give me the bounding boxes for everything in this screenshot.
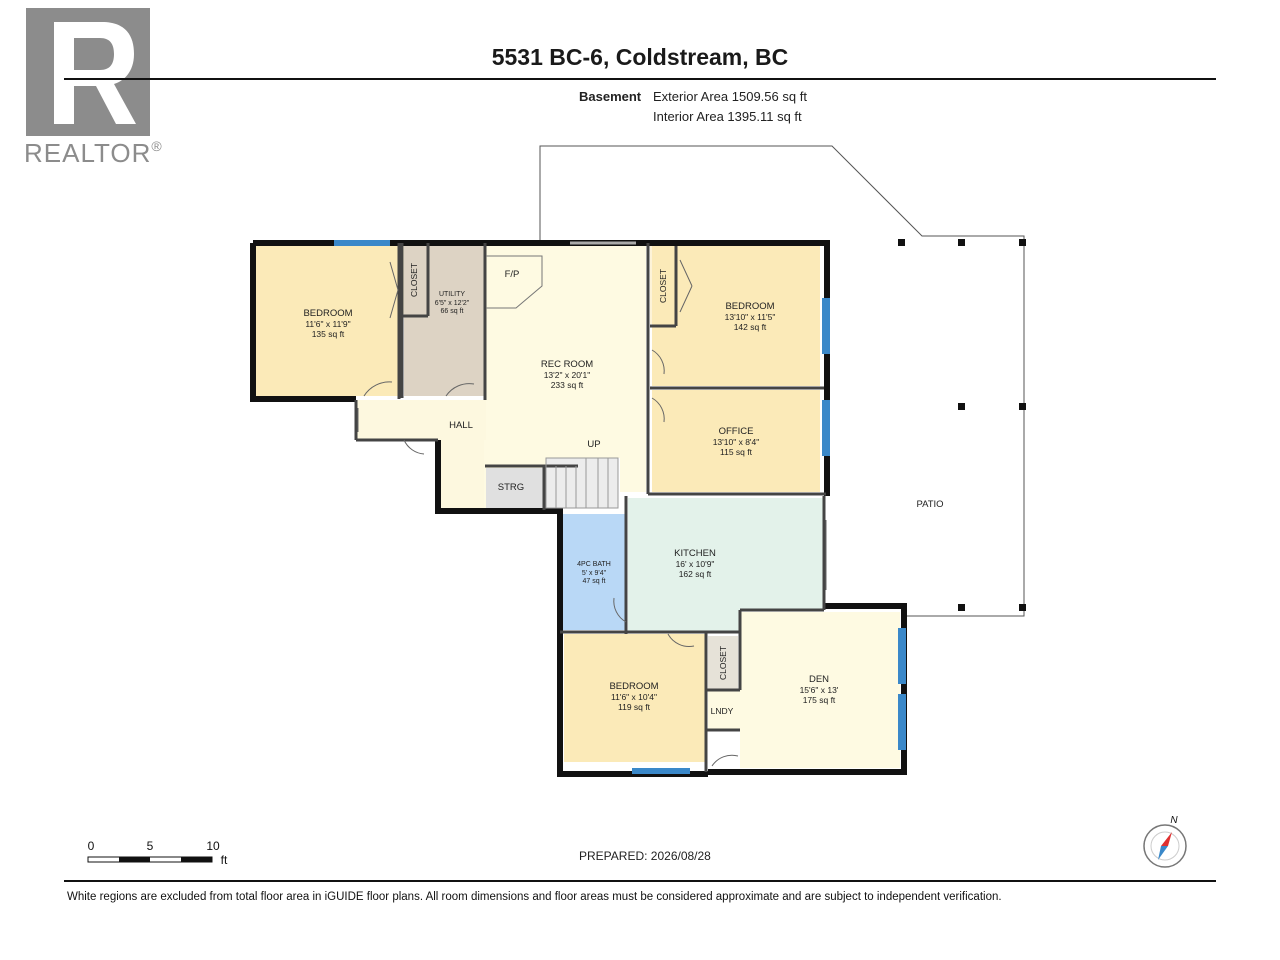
patio-posts	[898, 239, 1026, 611]
kitchen-fill	[628, 498, 824, 632]
realtor-logo: REALTOR®	[24, 6, 164, 168]
interior-area: Interior Area 1395.11 sq ft	[653, 109, 802, 124]
rec-room-fill	[356, 246, 646, 510]
page-title: 5531 BC-6, Coldstream, BC	[491, 44, 789, 70]
fireplace-outline	[486, 255, 543, 309]
scale-unit: ft	[221, 853, 228, 867]
bedroom-s-fill	[564, 634, 706, 762]
stairs	[545, 457, 619, 509]
patio-label: PATIO	[916, 499, 943, 510]
compass-north-label: N	[1170, 815, 1178, 826]
strg-label: STRG	[498, 482, 524, 493]
lndy-label: LNDY	[711, 706, 734, 716]
bedroom-nw-fill	[256, 246, 398, 396]
office-dims: 13'10" x 8'4"	[713, 437, 760, 447]
prepared-date: PREPARED: 2026/08/28	[579, 849, 711, 863]
scale-bar	[87, 856, 213, 863]
kitchen-area: 162 sq ft	[679, 569, 712, 579]
patio-outline	[539, 145, 1025, 617]
rec-room-name: REC ROOM	[541, 359, 593, 370]
up-label: UP	[587, 439, 600, 450]
closet-3-fill	[708, 636, 738, 690]
registered-mark: ®	[151, 138, 163, 154]
realtor-wordmark: REALTOR	[24, 138, 152, 168]
hall-lower-fill	[440, 440, 484, 508]
office-name: OFFICE	[719, 426, 754, 437]
bedroom-s-area: 119 sq ft	[618, 702, 651, 712]
fp-label: F/P	[505, 269, 520, 280]
strg-fill	[486, 468, 544, 508]
bedroom-nw-area: 135 sq ft	[312, 329, 345, 339]
realtor-r-mark	[26, 8, 150, 136]
exterior-area: Exterior Area 1509.56 sq ft	[653, 89, 807, 104]
windows	[334, 240, 906, 774]
hall-label: HALL	[449, 420, 473, 431]
floor-label: Basement	[579, 89, 642, 104]
den-fill	[708, 612, 900, 768]
utility-area: 66 sq ft	[441, 308, 464, 315]
office-area: 115 sq ft	[720, 447, 753, 457]
bedroom-ne-name: BEDROOM	[725, 301, 774, 312]
closet-2-name: CLOSET	[658, 269, 668, 303]
footer-divider	[64, 880, 1216, 882]
utility-fill	[404, 246, 484, 396]
fp-fill	[486, 246, 542, 302]
compass-icon	[1143, 824, 1187, 868]
scale-tick-10: 10	[206, 839, 220, 853]
scale-tick-0: 0	[88, 839, 95, 853]
bedroom-nw-dims: 11'6" x 11'9"	[305, 319, 350, 329]
bedroom-ne-area: 142 sq ft	[734, 322, 767, 332]
bedroom-ne-dims: 13'10" x 11'5"	[725, 312, 776, 322]
rec-room-area: 233 sq ft	[551, 380, 584, 390]
den-dims: 15'6" x 13'	[800, 685, 839, 695]
hall-fill	[356, 400, 486, 440]
bath-name: 4PC BATH	[577, 561, 611, 568]
interior-walls	[354, 243, 826, 772]
closet-3-name: CLOSET	[718, 646, 728, 680]
bedroom-nw-name: BEDROOM	[303, 308, 352, 319]
bedroom-s-name: BEDROOM	[609, 681, 658, 692]
footer-note: White regions are excluded from total fl…	[67, 891, 1002, 903]
header-divider	[64, 78, 1216, 80]
bedroom-ne-fill	[652, 246, 820, 386]
doors	[357, 241, 827, 767]
kitchen-name: KITCHEN	[674, 548, 716, 559]
den-area: 175 sq ft	[803, 695, 836, 705]
utility-name: UTILITY	[439, 291, 465, 298]
rec-room-dims: 13'2" x 20'1"	[544, 370, 591, 380]
bath-dims: 5' x 9'4"	[582, 570, 607, 577]
bath-area: 47 sq ft	[583, 578, 606, 585]
closet-1-name: CLOSET	[409, 263, 419, 297]
kitchen-dims: 16' x 10'9"	[676, 559, 715, 569]
utility-dims: 6'5" x 12'2"	[435, 300, 470, 307]
den-name: DEN	[809, 674, 829, 685]
scale-tick-5: 5	[147, 839, 154, 853]
bedroom-s-dims: 11'6" x 10'4"	[611, 692, 657, 702]
office-fill	[652, 390, 820, 492]
